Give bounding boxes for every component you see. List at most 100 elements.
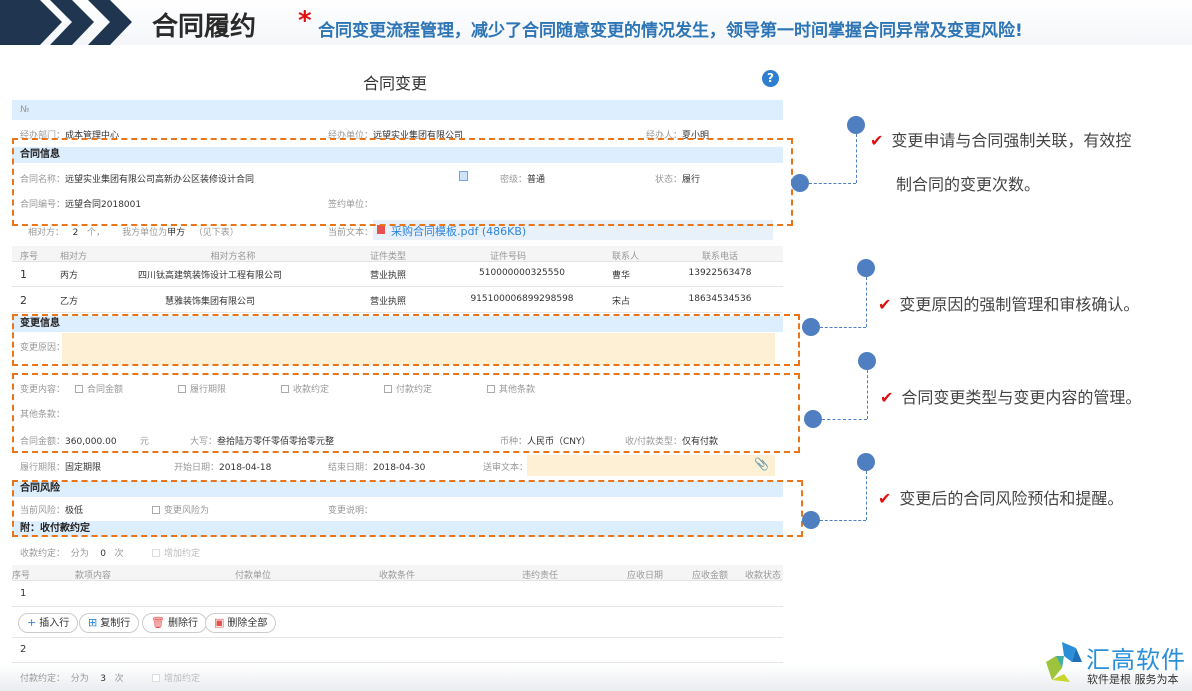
paytype-field: 收/付款类型：仅有付款 bbox=[625, 437, 719, 447]
party-col-header: 相对方 bbox=[60, 252, 88, 262]
pay-agreement: 付款约定： 分为 3 次 bbox=[20, 674, 124, 684]
logo-name: 汇高软件 bbox=[1086, 646, 1186, 674]
callout-dot bbox=[802, 511, 820, 529]
help-icon[interactable]: ? bbox=[762, 70, 779, 87]
callout-text: ✔变更后的合同风险预估和提醒。 bbox=[878, 489, 1124, 508]
insert-row-button[interactable]: +插入行 bbox=[18, 613, 79, 633]
party-table-header bbox=[12, 246, 783, 262]
secret-field: 密级：普通 bbox=[500, 175, 546, 185]
party-cell: 慧雅装饰集团有限公司 bbox=[164, 297, 256, 307]
party-cell: 18634534536 bbox=[688, 294, 752, 304]
party-col-header: 证件号码 bbox=[489, 252, 527, 262]
party-cell: 915100006899298598 bbox=[470, 294, 574, 304]
row-divider bbox=[12, 637, 783, 638]
plus-icon: + bbox=[27, 616, 37, 629]
number-row: № bbox=[12, 100, 783, 120]
section-risk: 合同风险 bbox=[12, 481, 783, 497]
copy-row-button[interactable]: ⊞复制行 bbox=[79, 613, 140, 633]
delete-row-button[interactable]: 🗑删除行 bbox=[142, 613, 207, 633]
callout-line bbox=[820, 520, 866, 521]
contract-name-field: 合同名称：远望实业集团有限公司高新办公区装修设计合同 bbox=[20, 175, 255, 185]
party-cell: 13922563478 bbox=[688, 268, 752, 278]
option-checkbox[interactable]: 收款约定 bbox=[281, 382, 329, 395]
calendar-icon[interactable] bbox=[459, 171, 468, 181]
payment-table-header bbox=[12, 565, 783, 581]
form-title: 合同变更 bbox=[363, 74, 428, 93]
highlight-risk bbox=[12, 480, 803, 537]
callout-text: 制合同的变更次数。 bbox=[896, 175, 1041, 194]
callout-dot bbox=[791, 174, 809, 192]
option-checkbox[interactable]: 其他条款 bbox=[487, 382, 535, 395]
footer-band bbox=[0, 664, 1192, 691]
party-cell: 营业执照 bbox=[369, 271, 407, 281]
yuan-label: 元 bbox=[140, 437, 150, 447]
add-receive-checkbox[interactable]: 增加约定 bbox=[152, 546, 200, 559]
row-divider bbox=[12, 286, 783, 287]
highlight-change-reason bbox=[12, 314, 800, 366]
party-cell: 营业执照 bbox=[369, 297, 407, 307]
party-col-header: 证件类型 bbox=[370, 252, 407, 262]
paperclip-icon[interactable]: 📎 bbox=[754, 457, 769, 471]
review-text-input[interactable]: 📎 bbox=[527, 455, 775, 476]
callout-dot bbox=[804, 410, 822, 428]
change-risk-checkbox[interactable]: 变更风险为 bbox=[152, 503, 209, 516]
party-cell: 2 bbox=[20, 294, 27, 307]
option-checkbox[interactable]: 付款约定 bbox=[384, 382, 432, 395]
check-icon: ✔ bbox=[870, 131, 884, 150]
handler-field: 经办人：夏小明 bbox=[646, 131, 710, 141]
callout-text: ✔变更原因的强制管理和审核确认。 bbox=[878, 295, 1140, 314]
sign-unit-label: 签约单位： bbox=[328, 200, 374, 210]
payment-col-header: 款项内容 bbox=[74, 571, 112, 581]
period-field: 履行期限：固定期限 bbox=[20, 463, 102, 473]
dept-field: 经办部门：成本管理中心 bbox=[20, 131, 120, 141]
reason-label: 变更原因： bbox=[20, 343, 66, 353]
callout-line bbox=[867, 370, 868, 419]
option-checkbox[interactable]: 合同金额 bbox=[75, 382, 123, 395]
status-field: 状态：履行 bbox=[655, 175, 701, 185]
chevrons-icon bbox=[0, 0, 132, 45]
header-band bbox=[0, 0, 1192, 45]
slogan: 合同变更流程管理，减少了合同随意变更的情况发生，领导第一时间掌握合同异常及变更风… bbox=[318, 21, 1023, 41]
party-col-header: 相对方名称 bbox=[210, 252, 256, 262]
section-change-info: 变更信息 bbox=[12, 316, 783, 332]
upper-amount-field: 大写：叁拾陆万零仟零佰零拾零元整 bbox=[190, 437, 335, 447]
delete-all-icon: ▣ bbox=[214, 616, 225, 629]
payment-col-header: 付款单位 bbox=[234, 571, 272, 581]
trash-icon: 🗑 bbox=[151, 616, 165, 629]
reason-input[interactable] bbox=[62, 333, 775, 365]
party-cell: 510000000325550 bbox=[479, 268, 565, 278]
add-pay-checkbox[interactable]: 增加约定 bbox=[152, 671, 200, 684]
party-cell: 曹华 bbox=[611, 271, 631, 281]
callout-line bbox=[820, 327, 866, 328]
callout-line bbox=[809, 183, 856, 184]
row-divider bbox=[12, 312, 783, 313]
section-contract-info: 合同信息 bbox=[12, 147, 783, 163]
payment-col-header: 违约责任 bbox=[521, 571, 559, 581]
callout-dot bbox=[857, 453, 875, 471]
party-cell: 四川钛高建筑装饰设计工程有限公司 bbox=[137, 271, 283, 281]
review-text-label: 送审文本： bbox=[483, 463, 529, 473]
attachment-link[interactable]: 采购合同模板.pdf (486KB) bbox=[391, 225, 527, 238]
party-cell: 宋占 bbox=[611, 297, 631, 307]
row-divider bbox=[12, 662, 783, 663]
party-col-header: 联系电话 bbox=[701, 252, 739, 262]
end-date-field: 结束日期：2018-04-30 bbox=[328, 463, 426, 473]
highlight-contract-info bbox=[12, 138, 793, 226]
section-appendix: 附：收付款约定 bbox=[12, 521, 783, 537]
contract-code-field: 合同编号：远望合同2018001 bbox=[20, 200, 142, 210]
option-checkbox[interactable]: 履行期限 bbox=[178, 382, 226, 395]
callout-dot bbox=[847, 116, 865, 134]
party-summary: 相对方： 2 个， 我方单位为甲方 （见下表） bbox=[28, 228, 239, 238]
callout-line bbox=[822, 419, 867, 420]
current-text-label: 当前文本： bbox=[328, 228, 374, 238]
payment-col-header: 收款状态 bbox=[744, 571, 782, 581]
payment-col-header: 收款条件 bbox=[378, 571, 416, 581]
callout-text: ✔合同变更类型与变更内容的管理。 bbox=[880, 388, 1142, 407]
payment-col-header: 序号 bbox=[12, 571, 31, 581]
callout-dot bbox=[857, 259, 875, 277]
check-icon: ✔ bbox=[880, 388, 894, 407]
callout-line bbox=[866, 471, 867, 520]
change-desc-label: 变更说明： bbox=[328, 506, 374, 516]
amount-field: 合同金额：360,000.00 bbox=[20, 437, 117, 447]
delete-all-button[interactable]: ▣删除全部 bbox=[205, 613, 277, 633]
